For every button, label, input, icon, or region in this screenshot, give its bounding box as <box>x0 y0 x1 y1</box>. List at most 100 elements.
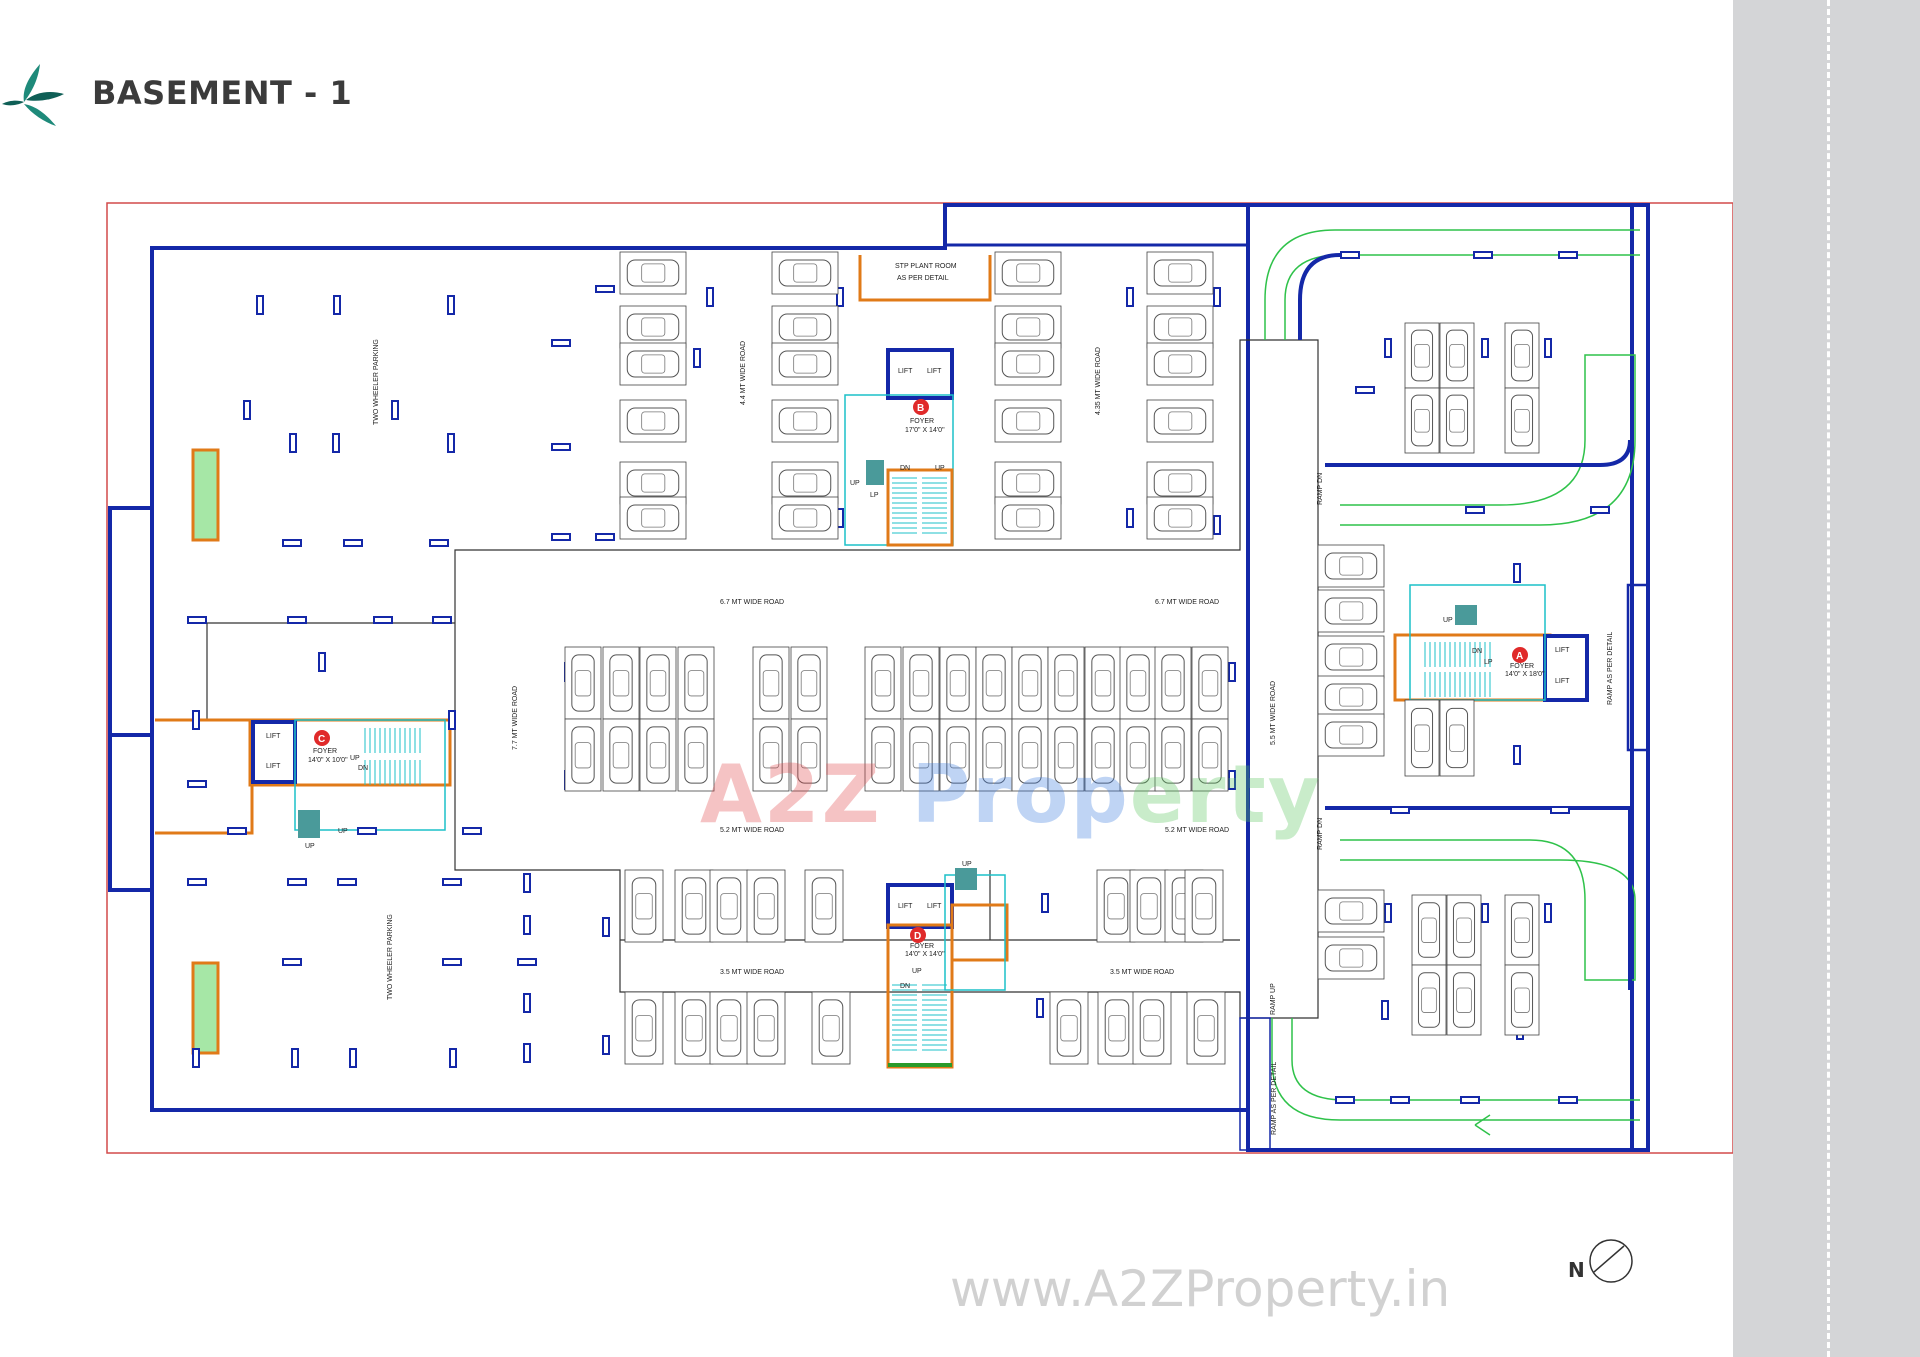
car-icon <box>1018 726 1042 784</box>
column <box>1213 287 1221 307</box>
car-icon <box>778 407 832 435</box>
column <box>1558 251 1578 259</box>
car-roof <box>949 670 967 697</box>
parking-bay <box>1049 991 1089 1065</box>
car-icon <box>1510 329 1534 382</box>
road-label: 5.2 MT WIDE ROAD <box>720 827 784 834</box>
car-roof <box>641 354 666 374</box>
watermark: A2Z Property <box>700 748 1322 841</box>
car-roof <box>1339 647 1364 667</box>
car-icon <box>1153 504 1207 532</box>
column <box>1228 770 1236 790</box>
car-roof <box>1057 670 1075 697</box>
car-icon <box>1324 683 1378 711</box>
column <box>429 539 449 547</box>
column <box>1481 338 1489 358</box>
column <box>1213 515 1221 535</box>
watermark-part: A2Z <box>700 748 882 841</box>
parking-bay <box>1504 387 1540 454</box>
side-rooms <box>191 448 220 1055</box>
car-icon <box>1452 972 1476 1028</box>
road-label: 5.2 MT WIDE ROAD <box>1165 827 1229 834</box>
car-roof <box>635 893 653 920</box>
car-roof <box>1168 473 1193 493</box>
car-roof <box>912 670 930 697</box>
parking-bay <box>619 496 687 540</box>
parking-bay <box>790 718 828 792</box>
stair-label: UP <box>350 755 360 762</box>
car-roof <box>1108 1015 1126 1042</box>
parking-bay <box>639 718 677 792</box>
car-roof <box>1168 354 1193 374</box>
car-icon <box>1510 902 1534 958</box>
ramp-label: RAMP AS PER DETAIL <box>1271 1062 1278 1135</box>
stair-label: UP <box>338 828 348 835</box>
car-icon <box>1510 972 1534 1028</box>
car-roof <box>793 263 818 283</box>
parking-bay <box>746 869 786 943</box>
parking-bay <box>994 305 1062 349</box>
road-label: 4.4 MT WIDE ROAD <box>740 341 747 405</box>
ramp-label: RAMP UP <box>1270 983 1277 1015</box>
car-roof <box>793 508 818 528</box>
parking-bay <box>602 718 640 792</box>
stair-label: DN <box>900 983 910 990</box>
car-icon <box>1139 999 1165 1057</box>
car-roof <box>1456 917 1472 943</box>
car-icon <box>1445 329 1469 382</box>
column <box>1126 287 1134 307</box>
car-roof <box>1168 508 1193 528</box>
road-label: 5.5 MT WIDE ROAD <box>1270 681 1277 745</box>
car-icon <box>909 726 933 784</box>
car-roof <box>757 1015 775 1042</box>
column <box>1036 998 1044 1018</box>
car-roof <box>1107 893 1125 920</box>
core-b <box>844 255 992 547</box>
car-icon <box>609 654 633 712</box>
car-icon <box>1056 999 1082 1057</box>
car-icon <box>1410 707 1434 769</box>
car-roof <box>1414 408 1430 433</box>
car-roof <box>649 670 667 697</box>
column <box>1340 251 1360 259</box>
car-roof <box>1140 893 1158 920</box>
car-icon <box>1193 999 1219 1057</box>
column <box>1335 1096 1355 1104</box>
parking-bay <box>1191 718 1229 792</box>
car-roof <box>1129 742 1147 769</box>
stair-label: DN <box>900 465 910 472</box>
parking-bay <box>1439 322 1475 389</box>
parking-bay <box>1097 991 1137 1065</box>
car-roof <box>612 670 630 697</box>
car-roof <box>793 411 818 431</box>
floor-plan: 6.7 MT WIDE ROAD 6.7 MT WIDE ROAD 5.2 MT… <box>106 202 1733 1154</box>
car-icon <box>1324 944 1378 972</box>
car-roof <box>1449 343 1465 368</box>
parking-bay <box>1047 646 1085 720</box>
car-roof <box>1016 263 1041 283</box>
parking-bay <box>1411 894 1447 966</box>
column <box>192 710 200 730</box>
watermark-part: erty <box>1129 748 1322 841</box>
car-icon <box>1153 259 1207 287</box>
car-icon <box>753 999 779 1057</box>
stair-label: UP <box>912 968 922 975</box>
parking-bay <box>1146 399 1214 443</box>
car-icon <box>571 654 595 712</box>
car-icon <box>759 726 783 784</box>
parking-bay <box>1011 718 1049 792</box>
parking-bay <box>771 251 839 295</box>
car-icon <box>626 469 680 497</box>
parking-bay <box>709 991 749 1065</box>
car-roof <box>912 742 930 769</box>
car-icon <box>1001 407 1055 435</box>
car-icon <box>1153 350 1207 378</box>
car-roof <box>985 742 1003 769</box>
car-icon <box>646 726 670 784</box>
site-url: www.A2ZProperty.in <box>950 1260 1451 1318</box>
parking-bay <box>811 991 851 1065</box>
column <box>1460 1096 1480 1104</box>
column <box>333 295 341 315</box>
parking-bay <box>1096 869 1136 943</box>
parking-bay <box>1154 718 1192 792</box>
